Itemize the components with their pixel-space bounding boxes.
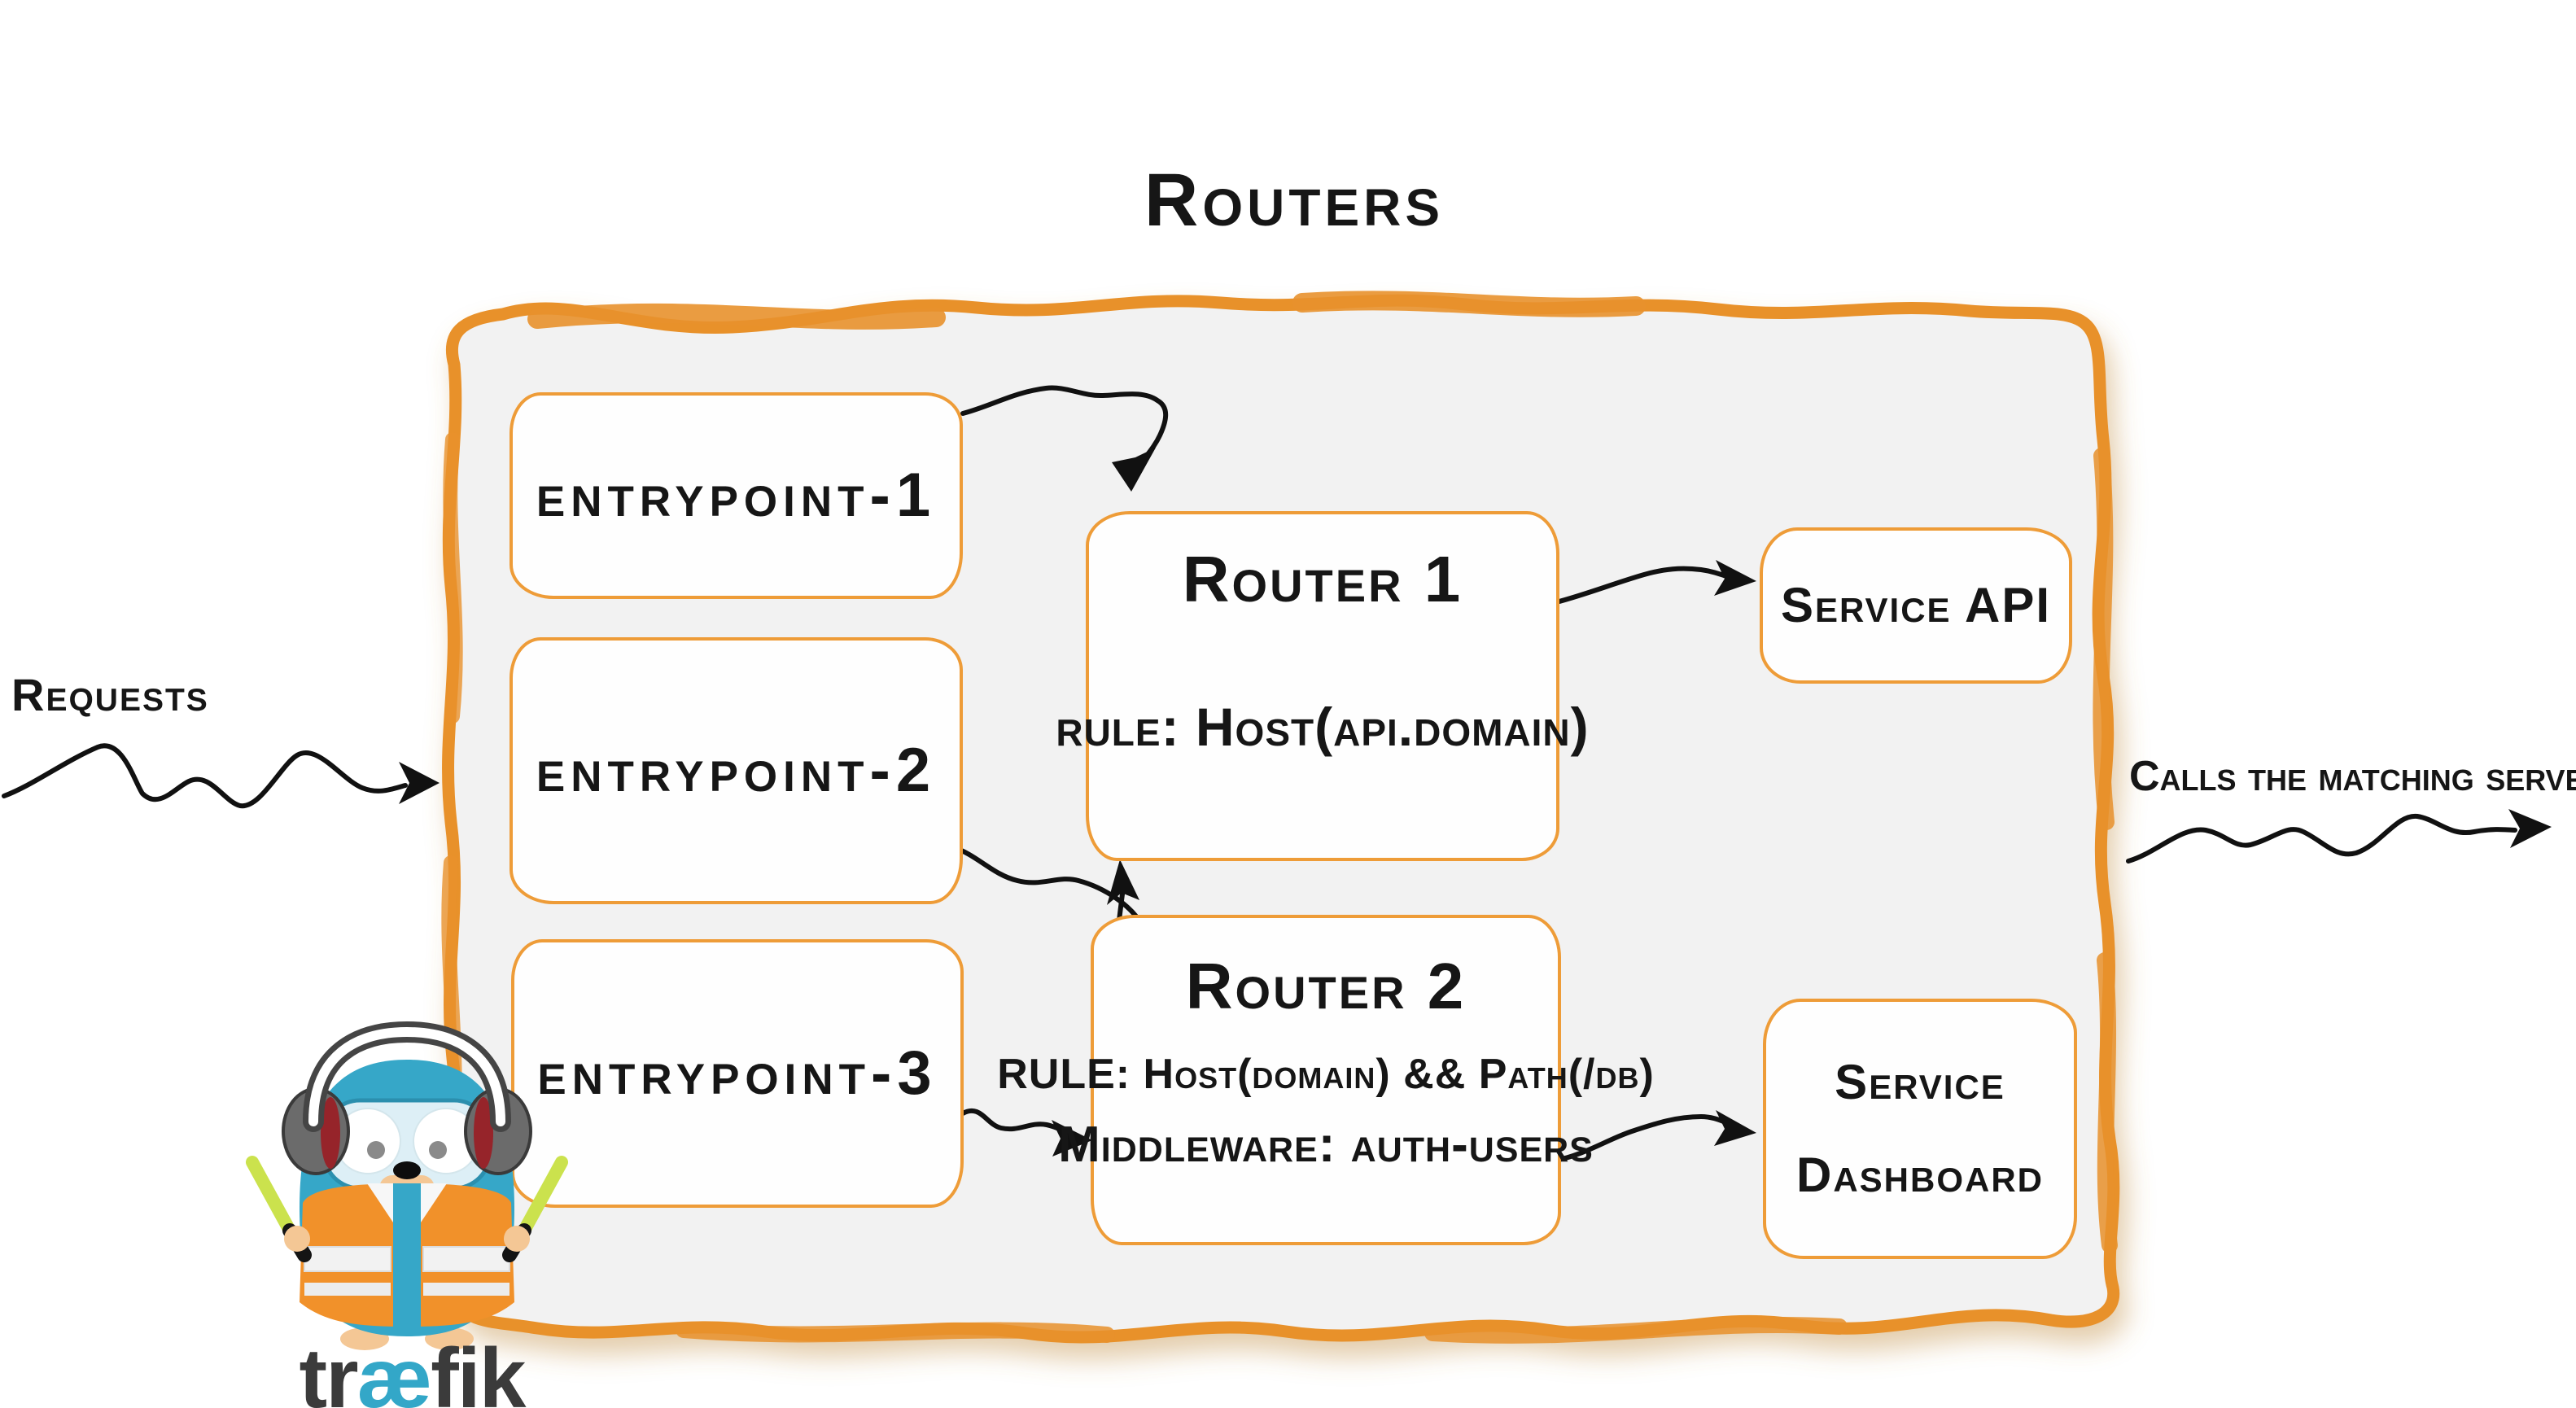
node-service-dashboard: Service Dashboard [1763, 999, 2077, 1259]
wordmark-ae: æ [356, 1331, 432, 1408]
router-1-title: Router 1 [1182, 543, 1463, 615]
router-2-rule: RULE: Host(domain) && Path(/db) [997, 1051, 1655, 1098]
node-router-2: Router 2 RULE: Host(domain) && Path(/db)… [997, 915, 1654, 1245]
node-entrypoint-2: entrypoint-2 [510, 637, 963, 904]
calls-label: Calls the matching server [2129, 753, 2576, 800]
entrypoint-2-label: entrypoint-2 [536, 736, 937, 805]
brush-accent-bottom [676, 1316, 1848, 1344]
calls-arrow [2126, 809, 2552, 864]
requests-arrowhead [399, 762, 440, 804]
calls-arrow-line [2126, 813, 2517, 864]
brush-accent-top [527, 291, 1646, 330]
page-title: Routers [1144, 159, 1445, 242]
entrypoint-3-label: entrypoint-3 [537, 1039, 938, 1108]
entrypoint-1-label: entrypoint-1 [536, 461, 937, 530]
requests-arrow-line [2, 743, 408, 809]
arrow-router2-to-service-dashboard [1552, 1110, 1756, 1163]
node-router-1: Router 1 rule: Host(api.domain) [1056, 511, 1589, 861]
router-2-middleware: Middleware: auth-users [1058, 1117, 1594, 1173]
wordmark-pre: tr [299, 1331, 359, 1408]
arrow-router2-line [1552, 1113, 1731, 1163]
node-entrypoint-1: entrypoint-1 [510, 392, 963, 599]
traefik-wordmark: træfik [233, 1336, 591, 1408]
arrow-entrypoint1-head [1112, 448, 1156, 492]
arrow-router1-head [1714, 560, 1756, 596]
router-1-rule: rule: Host(api.domain) [1056, 697, 1590, 757]
arrow-entrypoint2-head [1107, 859, 1139, 905]
arrow-router2-head [1714, 1110, 1756, 1146]
service-dashboard-label: Service Dashboard [1796, 1055, 2044, 1202]
router-2-title: Router 2 [1185, 950, 1467, 1022]
service-api-label: Service API [1780, 578, 2052, 632]
calls-arrowhead [2508, 809, 2552, 848]
requests-arrow [2, 743, 440, 809]
wordmark-post: fik [431, 1331, 526, 1408]
arrow-router1-line [1554, 566, 1733, 605]
arrow-router1-to-service-api [1554, 560, 1756, 605]
requests-label: Requests [11, 669, 209, 720]
brush-accent-right [2093, 448, 2118, 1253]
arrow-entrypoint1-to-router1 [960, 385, 1169, 492]
node-entrypoint-3: entrypoint-3 [511, 939, 964, 1208]
arrow-entrypoint3-head [1052, 1120, 1092, 1157]
node-service-api: Service API [1760, 527, 2072, 684]
arrow-entrypoint3-to-router2 [960, 1108, 1092, 1157]
arrow-entrypoint1-line [960, 385, 1169, 468]
